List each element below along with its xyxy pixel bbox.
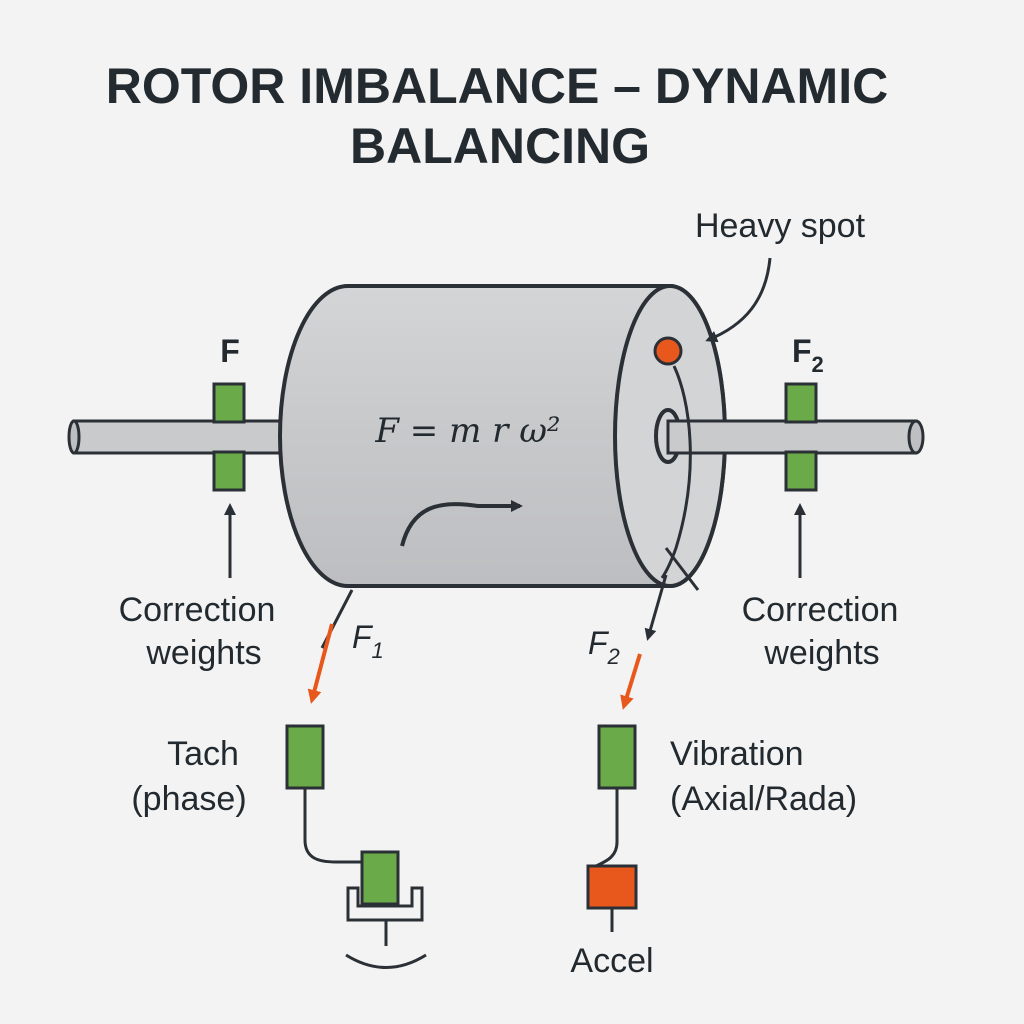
tach-pickup-icon — [360, 850, 400, 906]
tach-label-line1: Tach — [167, 735, 239, 773]
correction-label-left-line1: Correction — [119, 591, 276, 629]
correction-weight-left-bottom — [212, 450, 246, 492]
reflective-mark-arc — [345, 953, 427, 969]
force2-arrow — [620, 653, 642, 710]
vibration-label-line2: (Axial/Rada) — [670, 780, 857, 818]
left-shaft — [67, 419, 288, 455]
tach-cable — [303, 788, 362, 864]
heavy-spot-label: Heavy spot — [695, 207, 866, 245]
heavy-spot-pointer — [705, 257, 772, 343]
imbalance-path-line — [660, 365, 692, 579]
force2-dark-arrow — [644, 574, 668, 641]
correction-label-right-line1: Correction — [742, 591, 899, 629]
plane-force-right: F2 — [792, 333, 824, 377]
title-line-1: ROTOR IMBALANCE – DYNAMIC — [106, 58, 888, 114]
correction-weight-left-top — [212, 382, 246, 424]
accel-label: Accel — [570, 942, 653, 980]
tach-label-line2: (phase) — [131, 780, 246, 818]
plane-force-left: F — [220, 333, 240, 369]
heavy-spot-icon — [653, 336, 683, 366]
force1-label: F1 — [352, 619, 384, 663]
imbalance-tick — [664, 547, 700, 591]
correction-weight-right-top — [784, 382, 818, 424]
correction-weight-right-bottom — [784, 450, 818, 492]
correction-label-left-line2: weights — [145, 634, 261, 672]
rotor-body — [278, 284, 727, 588]
tach-sensor-icon — [285, 724, 325, 790]
force1-arrow — [307, 623, 334, 704]
correction-label-right-line2: weights — [763, 634, 879, 672]
vibration-label-line1: Vibration — [670, 735, 804, 773]
accelerometer-icon — [586, 864, 638, 910]
vibration-cable — [595, 788, 619, 868]
title-line-2: BALANCING — [350, 118, 650, 174]
force-formula: F = m r ω² — [374, 411, 560, 451]
tach-mount-bracket — [346, 886, 424, 922]
rotation-arrow-icon — [400, 500, 523, 547]
force2-label: F2 — [588, 625, 620, 669]
vibration-sensor-icon — [597, 724, 637, 790]
